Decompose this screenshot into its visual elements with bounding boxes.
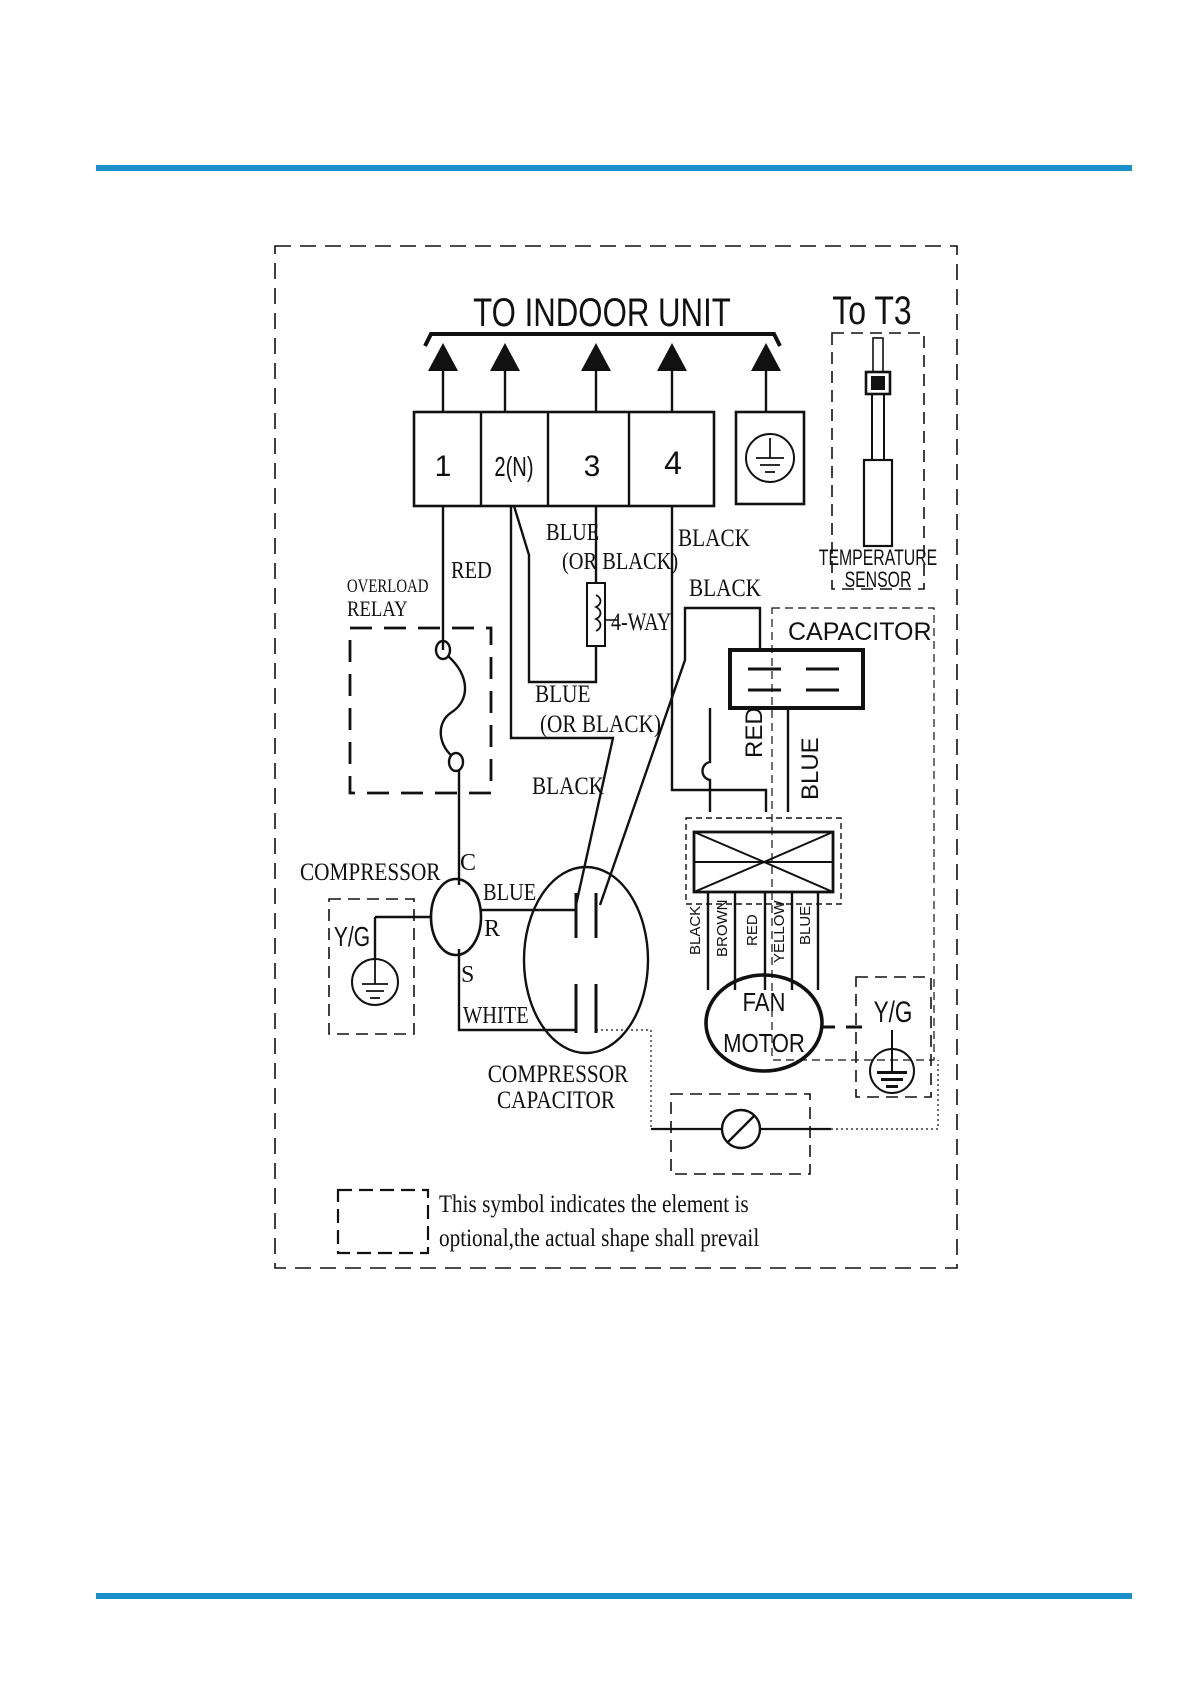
- fan-capacitor: [728, 648, 865, 710]
- wire-black-terminal2: [509, 506, 615, 906]
- fan-capacitor-optional-box: [771, 607, 935, 1061]
- compressor-capacitor-label-2: CAPACITOR: [497, 1086, 616, 1114]
- wire-label-blue-1b: (OR BLACK): [562, 547, 678, 574]
- compressor-capacitor-label-1: COMPRESSOR: [488, 1060, 629, 1088]
- wire-comp-white: [457, 949, 576, 1032]
- wire-label-fan-red: RED: [741, 707, 768, 758]
- wire-label-comp-blue: BLUE: [483, 878, 536, 905]
- compressor-symbol: [429, 877, 483, 957]
- yg-left-label: Y/G: [334, 922, 370, 953]
- wire-label-black-t4: BLACK: [678, 524, 750, 552]
- four-way-label: 4-WAY: [611, 608, 671, 636]
- terminal-1-label: 1: [435, 450, 452, 483]
- indoor-bus-bracket: [423, 332, 782, 347]
- compressor-terminal-s: S: [461, 962, 474, 988]
- arrow-terminal-4: [657, 343, 687, 371]
- arrow-terminal-3: [581, 343, 611, 371]
- wire-dotted-to-element: [596, 1029, 652, 1129]
- temperature-sensor: [831, 332, 925, 590]
- overload-relay: [348, 626, 493, 885]
- legend-line-2: optional,the actual shape shall prevail: [439, 1224, 759, 1252]
- wire-black-terminal4: [670, 506, 768, 812]
- fan-lead-brown: BROWN: [714, 900, 731, 958]
- fan-lead-labels: BLACK BROWN RED YELLOW BLUE: [687, 900, 814, 964]
- fan-motor-label-2: MOTOR: [723, 1029, 805, 1058]
- terminal-arrows: [428, 343, 781, 371]
- wire-label-black-cap: BLACK: [689, 574, 761, 602]
- wire-label-blue-1a: BLUE: [546, 518, 599, 545]
- to-indoor-unit-title: TO INDOOR UNIT: [473, 290, 731, 335]
- wire-label-comp-white: WHITE: [463, 1001, 529, 1028]
- fan-lead-blue: BLUE: [797, 906, 814, 945]
- fan-ground: [823, 976, 932, 1098]
- terminal-4-label: 4: [664, 445, 682, 481]
- sensor-label-line1: TEMPERATURE: [819, 547, 937, 571]
- compressor-terminal-r: R: [484, 916, 500, 942]
- capacitor-label: CAPACITOR: [788, 618, 932, 646]
- compressor-capacitor: [522, 865, 650, 1055]
- optional-heater-element: [651, 1093, 831, 1175]
- legend-line-1: This symbol indicates the element is: [439, 1190, 749, 1218]
- yg-right-label: Y/G: [874, 995, 913, 1029]
- to-t3-title: To T3: [832, 288, 911, 333]
- terminal-block: [412, 410, 716, 508]
- fan-connector: [692, 830, 835, 894]
- sensor-label-line2: SENSOR: [845, 569, 912, 593]
- ground-terminal: [734, 410, 806, 506]
- wire-label-blue-2a: BLUE: [535, 680, 590, 708]
- compressor-terminal-c: C: [460, 850, 476, 876]
- fan-lead-black: BLACK: [687, 906, 704, 955]
- terminal-3-label: 3: [584, 450, 601, 483]
- top-rule: [96, 165, 1132, 171]
- overload-relay-label-1: OVERLOAD: [347, 575, 428, 596]
- fan-motor: [704, 973, 824, 1073]
- arrow-ground: [751, 343, 781, 371]
- fan-lead-red: RED: [744, 914, 761, 946]
- wire-label-red: RED: [451, 556, 492, 583]
- wire-dotted-right: [831, 1060, 939, 1130]
- four-way-valve-coil: [586, 582, 618, 647]
- compressor-label: COMPRESSOR: [300, 858, 441, 886]
- fan-lead-yellow: YELLOW: [771, 900, 788, 963]
- wire-fan-cap-red: [701, 708, 712, 812]
- wire-black-to-capacitor: [598, 606, 762, 906]
- fan-motor-label-1: FAN: [743, 988, 786, 1017]
- wire-label-black-lower: BLACK: [532, 772, 604, 800]
- overload-relay-label-2: RELAY: [347, 598, 408, 622]
- legend-optional-symbol: [336, 1188, 430, 1255]
- arrow-terminal-2: [490, 343, 520, 371]
- arrow-terminal-1: [428, 343, 458, 371]
- terminal-2n-label: 2(N): [494, 452, 533, 483]
- wire-label-fan-blue: BLUE: [797, 737, 824, 800]
- compressor-ground: [328, 898, 431, 1035]
- wire-blue-terminal2: [512, 505, 598, 684]
- bottom-rule: [96, 1593, 1132, 1599]
- diagram-frame: [274, 245, 958, 1269]
- wire-label-blue-2b: (OR BLACK): [540, 710, 661, 738]
